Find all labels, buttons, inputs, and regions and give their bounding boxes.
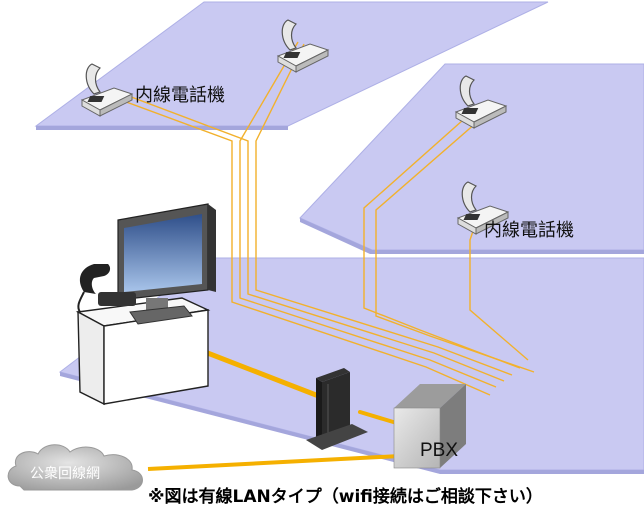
floor-upper-right xyxy=(299,63,644,254)
desk-phone-icon xyxy=(276,19,330,73)
desk-phone-icon xyxy=(80,63,134,117)
touch-terminal-icon xyxy=(75,203,216,406)
pbx-label: PBX xyxy=(420,440,458,461)
phone-label-right: 内線電話機 xyxy=(484,220,574,241)
public-network-label: 公衆回線網 xyxy=(30,466,100,482)
phone-label-left: 内線電話機 xyxy=(135,85,225,106)
router-icon xyxy=(306,368,368,450)
desk-phone-icon xyxy=(454,75,508,129)
footnote: ※図は有線LANタイプ（wifi接続はご相談下さい） xyxy=(148,486,543,507)
pbx-server-icon xyxy=(393,384,466,469)
lan-cabling xyxy=(147,349,402,471)
cloud-icon xyxy=(7,444,143,491)
extension-wiring xyxy=(109,41,535,396)
desk-phone-icon xyxy=(456,181,510,235)
